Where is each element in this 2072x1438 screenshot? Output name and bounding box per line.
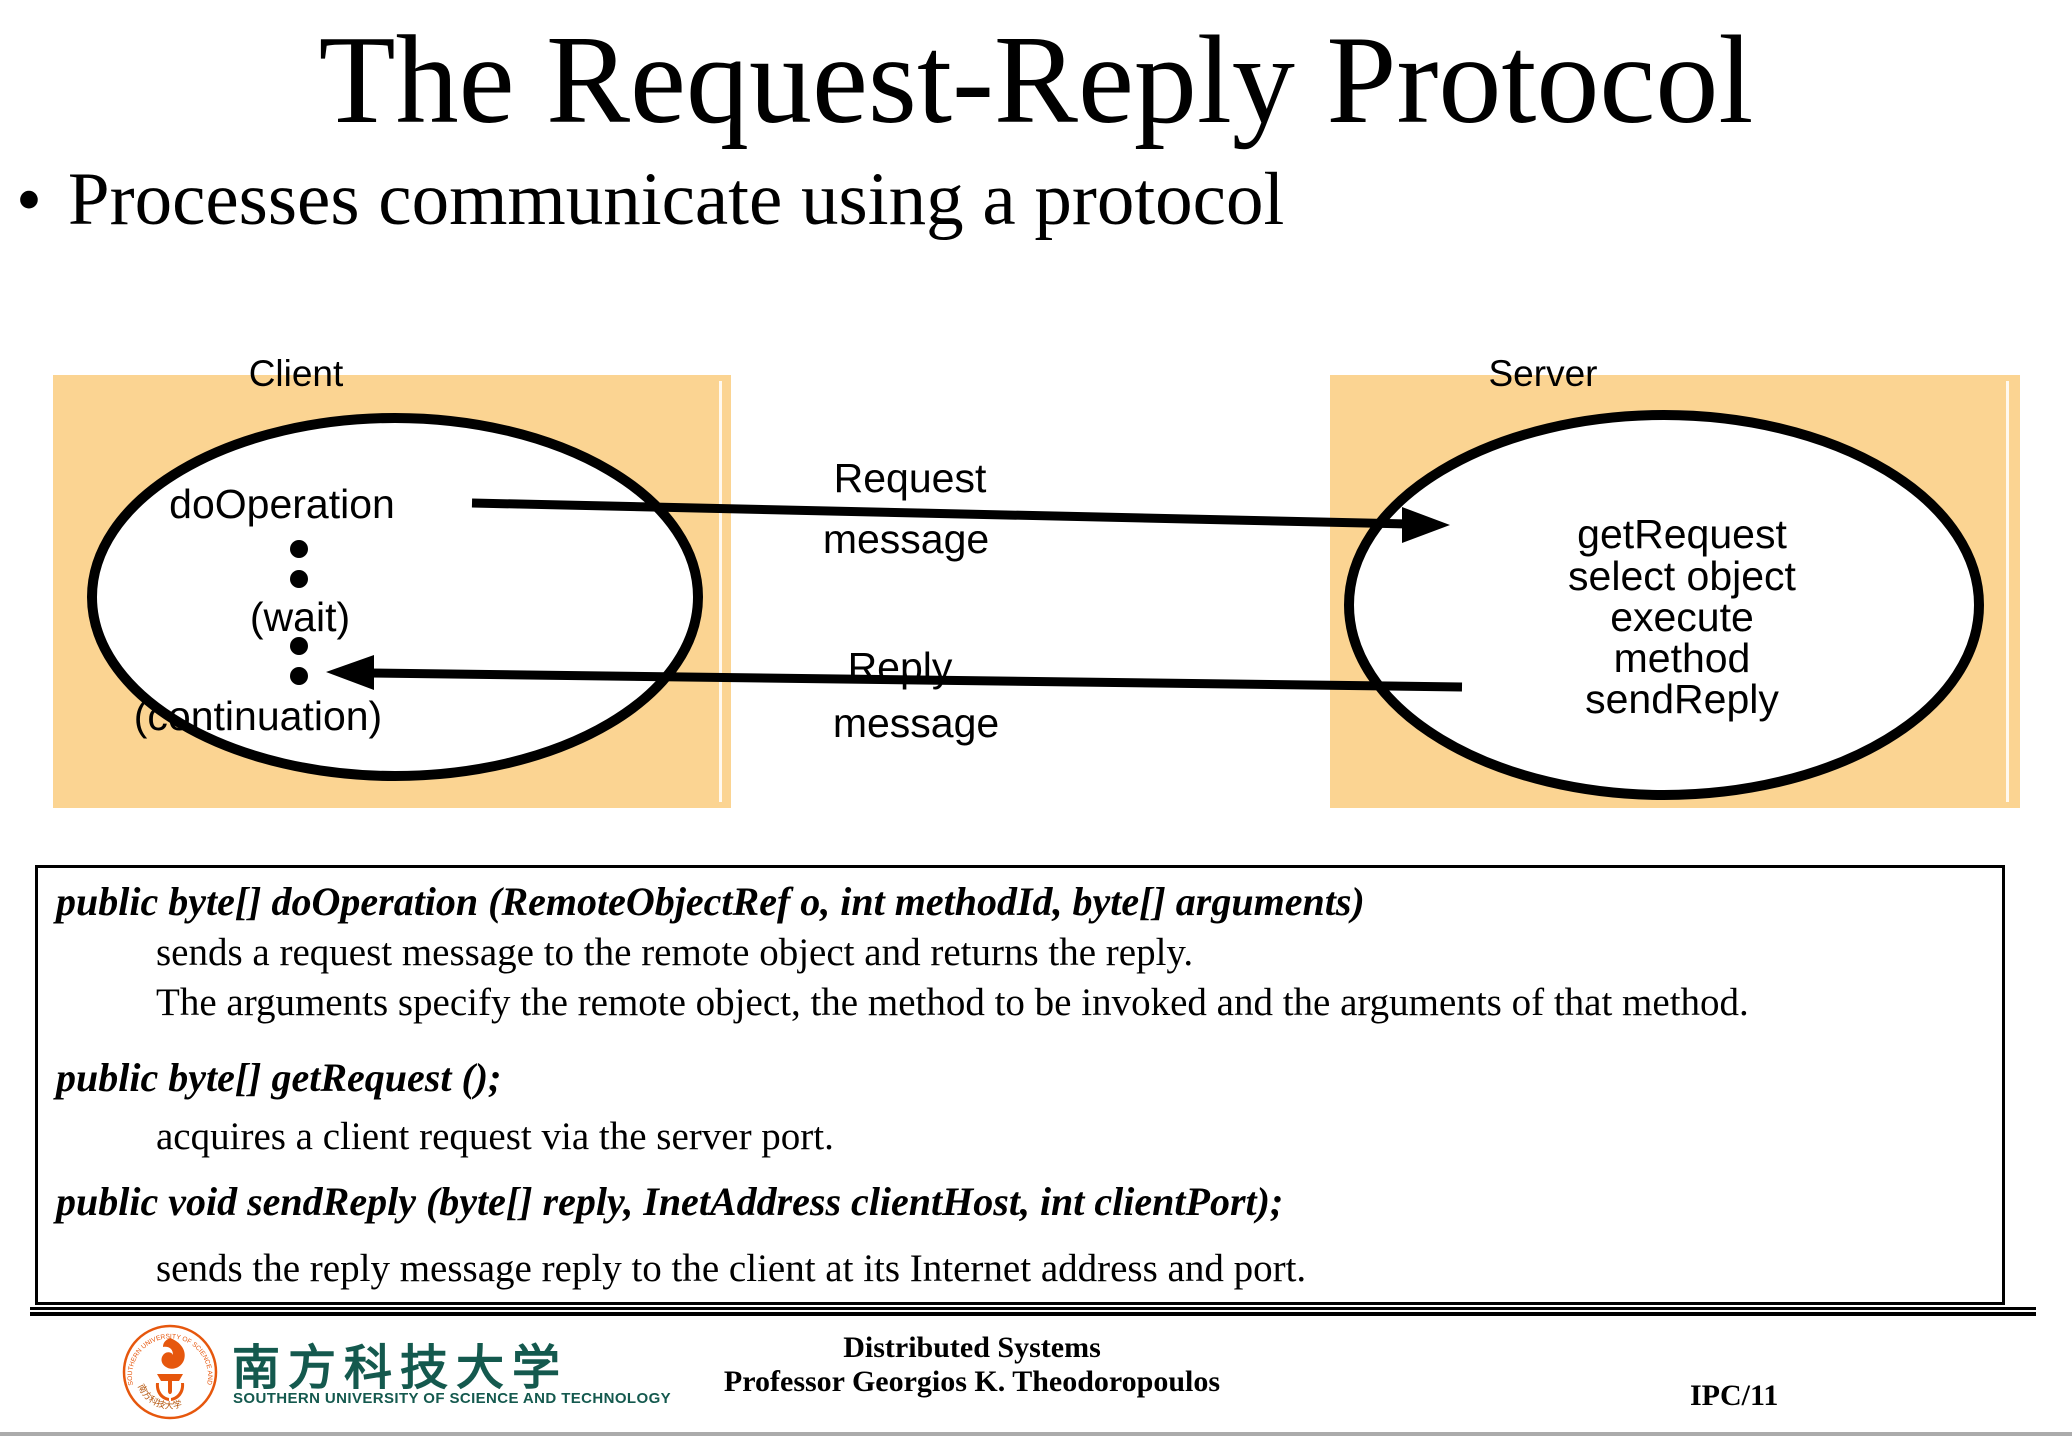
ellipsis-dot [290, 540, 308, 558]
seal-ring [122, 1324, 218, 1420]
api-line-getrequest-signature: public byte[] getRequest (); [56, 1055, 502, 1100]
request-reply-diagram: Client Server doOperation (wait) (contin… [53, 353, 2020, 808]
server-box-seam [2006, 381, 2009, 802]
server-label: Server [1489, 353, 1598, 394]
bullet-icon: • [16, 159, 42, 241]
reply-arrow [367, 668, 1463, 692]
request-message-label-line1: Request [834, 455, 987, 501]
divider-line-thick [30, 1312, 2036, 1316]
server-step-execute: execute [1610, 594, 1754, 640]
torch-icon [155, 1338, 185, 1401]
footer-course-block: Distributed Systems Professor Georgios K… [472, 1331, 1472, 1399]
university-name-english: SOUTHERN UNIVERSITY OF SCIENCE AND TECHN… [233, 1390, 672, 1407]
server-step-sendreply: sendReply [1585, 676, 1779, 722]
api-line-getrequest-desc: acquires a client request via the server… [156, 1115, 834, 1158]
api-line-sendreply-signature: public void sendReply (byte[] reply, Ine… [56, 1179, 1284, 1224]
university-name-chinese: 南方科技大学 [232, 1340, 569, 1396]
client-label: Client [249, 353, 344, 394]
api-line-dooperation-signature: public byte[] doOperation (RemoteObjectR… [56, 879, 1365, 924]
ellipsis-dot [290, 667, 308, 685]
professor-name: Professor Georgios K. Theodoropoulos [723, 1365, 1221, 1398]
footer-divider [30, 1307, 2036, 1316]
divider-line-thin [30, 1307, 2036, 1310]
client-step-dooperation: doOperation [169, 481, 395, 527]
ellipsis-dot [290, 637, 308, 655]
bottom-edge-line [0, 1432, 2072, 1436]
page-title: The Request-Reply Protocol [318, 11, 1754, 150]
request-arrowhead-icon [1402, 507, 1450, 543]
university-seal-icon: SOUTHERN UNIVERSITY OF SCIENCE AND TECHN… [120, 1322, 218, 1420]
ellipsis-dot [290, 570, 308, 588]
bullet-text: Processes communicate using a protocol [67, 158, 1285, 241]
client-box-seam [719, 381, 722, 802]
reply-message-label-line2: message [833, 700, 999, 746]
api-line-sendreply-desc: sends the reply message reply to the cli… [156, 1247, 1307, 1290]
api-line-dooperation-desc1: sends a request message to the remote ob… [156, 931, 1194, 974]
server-step-selectobject: select object [1568, 553, 1797, 599]
api-definition-box: public byte[] doOperation (RemoteObjectR… [35, 865, 2005, 1305]
course-title: Distributed Systems [843, 1331, 1101, 1364]
request-message-label-line2: message [823, 516, 989, 562]
bullet-line: • Processes communicate using a protocol [16, 152, 1284, 248]
server-step-method: method [1614, 635, 1751, 681]
server-ellipse [1344, 410, 1984, 800]
client-step-wait: (wait) [250, 594, 350, 640]
divider-gap [30, 1310, 2036, 1312]
request-arrow [471, 498, 1411, 529]
reply-arrowhead-icon [326, 655, 374, 690]
client-step-continuation: (continuation) [134, 693, 382, 739]
slide-number: IPC/11 [1690, 1379, 1779, 1412]
server-step-getrequest: getRequest [1577, 511, 1787, 557]
api-line-dooperation-desc2: The arguments specify the remote object,… [156, 981, 1749, 1024]
